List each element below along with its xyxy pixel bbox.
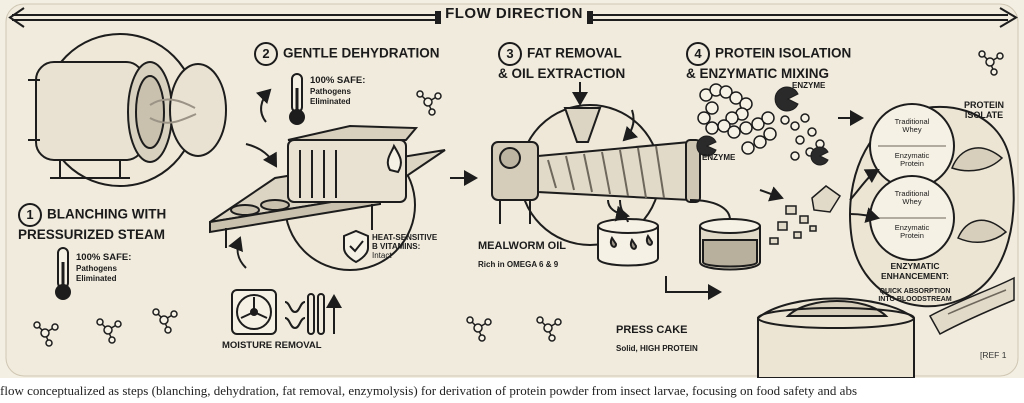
step2-number: 2 [254, 42, 278, 66]
cake-title: PRESS CAKE [616, 324, 688, 336]
press-cake-bowl-illustration [689, 199, 761, 271]
vitamins-line1: HEAT-SENSITIVE [372, 233, 438, 242]
reference-tag: [REF 1 [980, 350, 1007, 360]
enzymatic-label-a: Enzymatic Protein [880, 151, 944, 169]
protein-chain-illustration [697, 83, 825, 161]
enh-line2: ENHANCEMENT: [881, 270, 949, 281]
step3-title-line2: & OIL EXTRACTION [498, 66, 626, 81]
step4-number: 4 [686, 42, 710, 66]
step2-title: GENTLE DEHYDRATION [283, 45, 440, 61]
step3-title-line1: FAT REMOVAL [527, 45, 622, 61]
step2-heading: 2 GENTLE DEHYDRATION [254, 42, 440, 66]
protein-granules [769, 185, 842, 245]
oil-note: Rich in OMEGA 6 & 9 [478, 259, 559, 269]
enzymatic-enhancement-label: ENZYMATIC ENHANCEMENT: [860, 261, 970, 281]
enzyme-icon-top [774, 86, 799, 112]
step2-safety-note: 100% SAFE: Pathogens Eliminated [310, 75, 366, 108]
step1-number: 1 [18, 203, 42, 227]
protein-powder-piles [951, 147, 1008, 244]
step1-safe: 100% SAFE: [76, 252, 132, 263]
step2-note-line1: Pathogens [310, 86, 351, 96]
whey-a2: Whey [902, 125, 922, 135]
whey-label-b: Traditional Whey [880, 189, 944, 207]
flow-direction-arrow [8, 7, 1018, 28]
step4-heading: 4 PROTEIN ISOLATION & ENZYMATIC MIXING [686, 42, 851, 81]
molecule-icons [33, 50, 1004, 347]
step1-title-line2: PRESSURIZED STEAM [18, 227, 166, 242]
step3-heading: 3 FAT REMOVAL & OIL EXTRACTION [498, 42, 625, 81]
enh-line1: ENZYMATIC [890, 261, 940, 271]
protein-isolate-label: PROTEIN ISOLATE [964, 100, 1004, 120]
step1-heading: 1 BLANCHING WITH PRESSURIZED STEAM [18, 203, 166, 242]
press-cake-label: PRESS CAKE Solid, HIGH PROTEIN [616, 320, 698, 356]
step1-note-line2: Eliminated [76, 274, 117, 284]
isolate-line2: ISOLATE [964, 110, 1004, 121]
isolate-line1: PROTEIN [964, 100, 1005, 110]
whey-b1: Traditional [894, 189, 930, 198]
step1-safety-note: 100% SAFE: Pathogens Eliminated [76, 252, 132, 285]
powder-jar-illustration [757, 297, 915, 379]
enz-a1: Enzymatic [894, 151, 930, 160]
shield-icon [343, 229, 369, 264]
enz-a2: Protein [900, 159, 924, 169]
abs-line2: INTO BLOODSTREAM [878, 295, 952, 303]
enzyme-label-bottom: ENZYME [702, 153, 736, 162]
vitamins-line3: Intact [372, 250, 392, 260]
whey-b2: Whey [902, 197, 922, 207]
enz-b1: Enzymatic [894, 223, 930, 232]
steam-autoclave-illustration [28, 33, 227, 187]
step2-note-line2: Eliminated [310, 97, 351, 107]
enzymatic-label-b: Enzymatic Protein [880, 223, 944, 241]
step4-title-line2: & ENZYMATIC MIXING [686, 66, 829, 81]
flow-direction-title: FLOW DIRECTION [445, 5, 583, 22]
abs-line1: QUICK ABSORPTION [879, 288, 951, 295]
figure-caption: flow conceptualized as steps (blanching,… [0, 378, 1024, 403]
step4-title-line1: PROTEIN ISOLATION [715, 45, 852, 61]
fan-icon [231, 289, 277, 335]
vitamins-note: HEAT-SENSITIVE B VITAMINS: Intact [372, 233, 438, 261]
oil-bowl-illustration [597, 199, 659, 267]
thermometer-icon-2 [289, 73, 305, 125]
moisture-removal-label: MOISTURE REMOVAL [222, 340, 322, 351]
step2-safe: 100% SAFE: [310, 75, 366, 86]
step1-title-line1: BLANCHING WITH [47, 206, 167, 222]
step3-number: 3 [498, 42, 522, 66]
oil-title: MEALWORM OIL [478, 240, 566, 252]
absorption-label: QUICK ABSORPTION INTO BLOODSTREAM [860, 288, 970, 304]
process-arrows [228, 82, 880, 300]
whey-a1: Traditional [894, 117, 930, 126]
enzyme-icon-bottom [696, 135, 717, 157]
enzyme-label-top: ENZYME [792, 81, 826, 90]
mealworm-oil-label: MEALWORM OIL Rich in OMEGA 6 & 9 [478, 236, 566, 272]
thermometer-icon-1 [55, 247, 71, 300]
step1-note-line1: Pathogens [76, 263, 117, 273]
vitamins-line2: B VITAMINS: [372, 241, 421, 251]
moisture-waves-icon [284, 293, 342, 335]
blood-vessel-illustration [928, 276, 1015, 336]
enz-b2: Protein [900, 231, 924, 241]
cake-note: Solid, HIGH PROTEIN [616, 343, 698, 353]
whey-label-a: Traditional Whey [880, 117, 944, 135]
enzyme-icon-right [810, 146, 829, 166]
dehydrator-illustration [209, 124, 446, 271]
